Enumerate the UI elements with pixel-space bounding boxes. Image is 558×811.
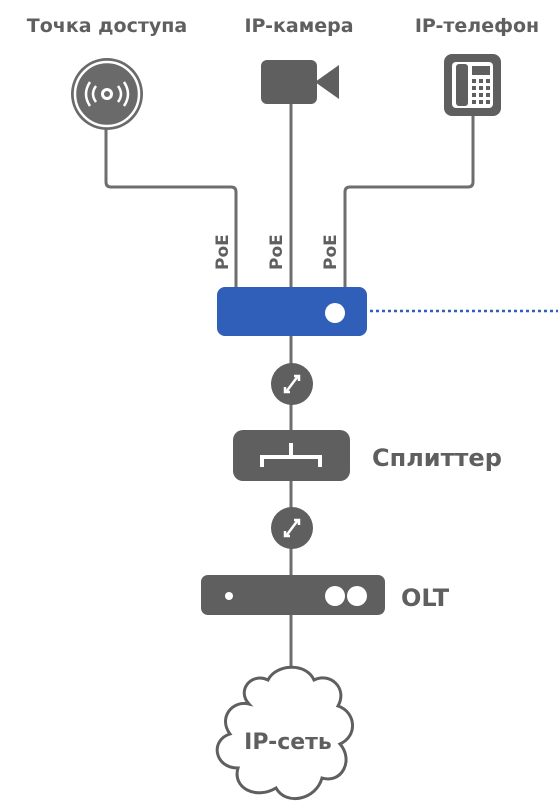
- olt-label: OLT: [401, 584, 450, 612]
- splitter-icon: [233, 430, 350, 481]
- ont-terminal-icon: [217, 287, 367, 336]
- olt-icon: [201, 575, 385, 615]
- link-connector-icon: [271, 507, 313, 549]
- poe-label-ip-camera: PoE: [267, 234, 287, 270]
- access-point-label: Точка доступа: [27, 15, 187, 37]
- access-point-link: [104, 128, 238, 287]
- poe-label-access-point: PoE: [213, 234, 233, 270]
- ip-camera-label: IP-камера: [244, 15, 353, 37]
- access-point-icon: [71, 58, 143, 130]
- desk-phone-icon: [444, 54, 501, 116]
- ip-phone-link: [343, 116, 475, 287]
- poe-label-ip-phone: PoE: [321, 234, 341, 270]
- splitter-label: Сплиттер: [372, 444, 502, 472]
- cloud-icon: [215, 665, 354, 800]
- network-label: IP-сеть: [244, 730, 332, 755]
- ip-phone-label: IP-телефон: [415, 15, 539, 37]
- video-camera-icon: [261, 60, 339, 104]
- link-connector-icon: [271, 363, 313, 405]
